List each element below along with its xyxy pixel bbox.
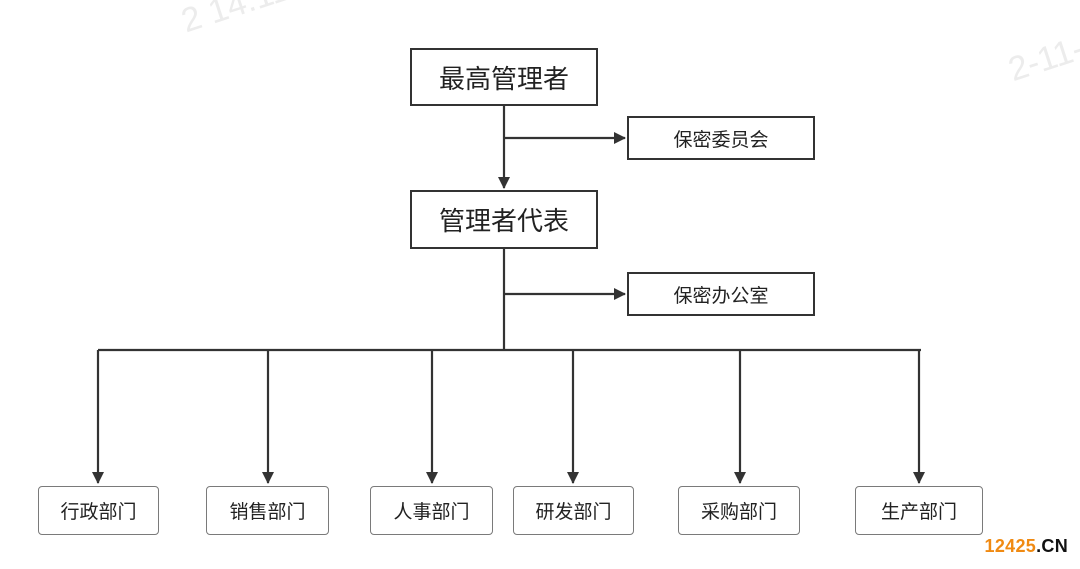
- site-logo-number: 12425: [984, 536, 1037, 556]
- department-box-4: 研发部门: [513, 486, 634, 535]
- department-box-6: 生产部门: [855, 486, 983, 535]
- department-box-5: 采购部门: [678, 486, 800, 535]
- department-box-1: 行政部门: [38, 486, 159, 535]
- department-box-3: 人事部门: [370, 486, 493, 535]
- department-box-2: 销售部门: [206, 486, 329, 535]
- site-logo: 12425.CN: [985, 536, 1068, 557]
- office-box: 保密办公室: [627, 272, 815, 316]
- committee-box: 保密委员会: [627, 116, 815, 160]
- top-manager-box: 最高管理者: [410, 48, 598, 106]
- site-logo-domain: .CN: [1036, 536, 1068, 556]
- management-representative-box: 管理者代表: [410, 190, 598, 249]
